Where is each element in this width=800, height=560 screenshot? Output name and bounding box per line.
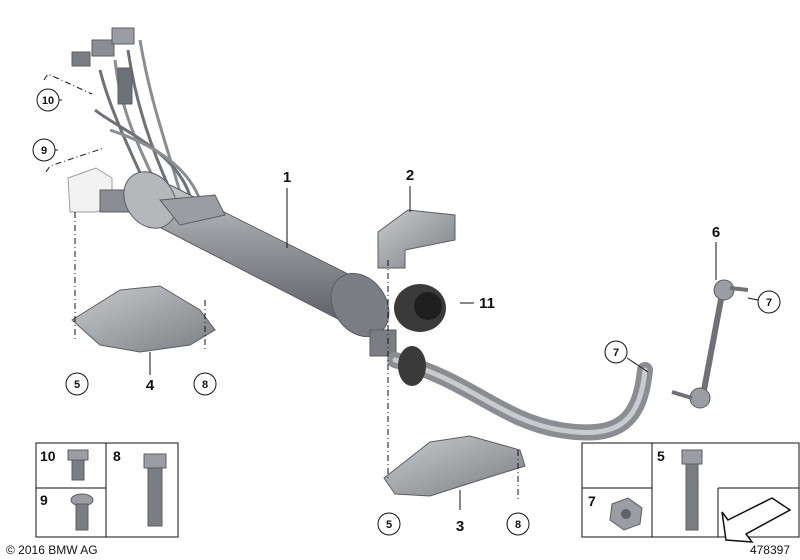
callout-4: 4 <box>146 377 155 394</box>
connector-plug <box>91 39 115 57</box>
legend-label-8: 8 <box>113 448 121 464</box>
callout-7: 7 <box>613 347 619 359</box>
callout-5-circle: 5 <box>65 372 89 396</box>
bolt-10 <box>67 449 89 481</box>
callout-5: 5 <box>74 379 80 391</box>
callout-5-circle: 5 <box>377 512 401 536</box>
bolt-5 <box>681 449 703 531</box>
callout-7: 7 <box>766 297 772 309</box>
callout-9: 9 <box>41 145 47 157</box>
callout-6: 6 <box>712 224 720 241</box>
callout-9-circle: 9 <box>32 138 56 162</box>
coupling-rod <box>671 279 749 409</box>
wiring-harness <box>71 27 202 201</box>
callout-1: 1 <box>283 169 291 186</box>
callout-3: 3 <box>456 518 464 535</box>
bolt-9 <box>70 493 94 531</box>
legend-label-7: 7 <box>588 493 596 509</box>
assembly-line <box>43 73 93 95</box>
callout-10: 10 <box>42 95 54 107</box>
assembly-line <box>45 147 105 173</box>
callout-8-circle: 8 <box>506 512 530 536</box>
callout-8: 8 <box>202 379 208 391</box>
connector-clip <box>117 67 133 105</box>
legend-label-5: 5 <box>657 448 665 464</box>
fastener-legend-right: 5 7 <box>581 442 800 543</box>
callout-7-circle: 7 <box>757 290 781 314</box>
bar-bushing <box>398 346 426 386</box>
callout-5: 5 <box>386 519 392 531</box>
image-number: 478397 <box>750 543 790 557</box>
bolt-8 <box>143 453 167 527</box>
callout-11: 11 <box>479 295 495 312</box>
stabilizer-actuator <box>99 171 397 357</box>
legend-label-9: 9 <box>40 492 48 508</box>
connector-plug <box>111 27 135 45</box>
legend-label-10: 10 <box>40 448 56 464</box>
callout-10-circle: 10 <box>36 88 60 112</box>
bracket-lower-middle <box>383 435 526 497</box>
connector-plug <box>71 51 91 67</box>
copyright-text: © 2016 BMW AG <box>6 543 98 557</box>
callout-8-circle: 8 <box>193 372 217 396</box>
nut-7 <box>609 497 643 531</box>
callout-8: 8 <box>515 519 521 531</box>
callout-7-circle: 7 <box>604 340 628 364</box>
direction-arrow-icon <box>721 497 792 543</box>
callout-2: 2 <box>406 167 414 184</box>
rubber-mount <box>394 284 446 332</box>
clamp-bracket-upper <box>377 209 456 269</box>
fastener-legend-left: 10 8 9 <box>35 442 179 538</box>
bracket-lower-left <box>71 285 216 353</box>
